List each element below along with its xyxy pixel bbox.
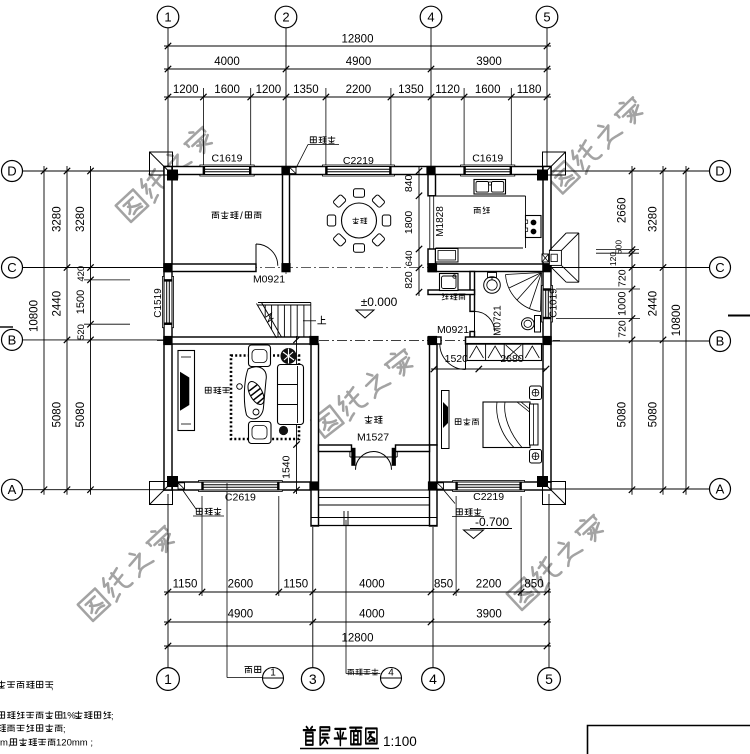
svg-text:10800: 10800	[671, 304, 683, 336]
svg-text:B: B	[8, 332, 17, 347]
svg-text:2600: 2600	[228, 579, 254, 591]
svg-text:3280: 3280	[75, 206, 87, 232]
svg-text:1200: 1200	[256, 84, 282, 96]
svg-text:1: 1	[164, 671, 172, 687]
svg-text:A: A	[8, 482, 17, 497]
svg-text:1350: 1350	[398, 84, 424, 96]
svg-text:420: 420	[76, 266, 87, 282]
svg-text:4000: 4000	[359, 579, 385, 591]
svg-text:850: 850	[524, 579, 543, 591]
svg-text:C: C	[7, 260, 16, 275]
svg-text:2200: 2200	[346, 84, 372, 96]
svg-text:M1828: M1828	[435, 206, 446, 237]
svg-text:C1019: C1019	[549, 288, 560, 318]
svg-text:1:100: 1:100	[383, 734, 417, 749]
svg-text:m,: m,	[0, 738, 11, 749]
svg-text:3280: 3280	[52, 206, 64, 232]
svg-text:C2219: C2219	[343, 155, 374, 167]
svg-text:C: C	[715, 260, 724, 275]
svg-text:820: 820	[403, 271, 415, 289]
svg-text:3900: 3900	[476, 56, 502, 68]
svg-text:D: D	[715, 164, 724, 179]
svg-text:M0721: M0721	[493, 305, 504, 336]
svg-text:1500: 1500	[75, 290, 87, 314]
svg-text:1: 1	[270, 668, 276, 679]
svg-text:5: 5	[543, 10, 550, 25]
svg-text:;: ;	[111, 711, 114, 721]
svg-text:C1619: C1619	[472, 153, 503, 165]
svg-text:M0921: M0921	[437, 324, 469, 336]
svg-text:2440: 2440	[648, 291, 660, 317]
svg-text:1: 1	[164, 10, 171, 25]
svg-text:4000: 4000	[359, 609, 385, 621]
svg-text:2200: 2200	[476, 579, 502, 591]
svg-text:;: ;	[63, 724, 66, 734]
svg-text:C1619: C1619	[212, 153, 243, 165]
svg-text:1150: 1150	[283, 579, 308, 591]
svg-text:1600: 1600	[475, 84, 501, 96]
svg-text:4900: 4900	[346, 56, 372, 68]
svg-text:C2219: C2219	[473, 491, 504, 503]
svg-text:1%: 1%	[62, 711, 76, 722]
svg-text:C1519: C1519	[153, 288, 164, 318]
svg-text:720: 720	[617, 269, 629, 287]
svg-text:B: B	[716, 334, 725, 349]
svg-text:5080: 5080	[52, 402, 64, 428]
svg-text:520: 520	[76, 324, 87, 340]
svg-text:/: /	[240, 211, 243, 222]
svg-text:2440: 2440	[52, 291, 64, 317]
svg-text:120mm ;: 120mm ;	[56, 738, 93, 749]
svg-text:D: D	[7, 164, 16, 179]
svg-text:5: 5	[545, 671, 553, 687]
svg-text:640: 640	[404, 250, 415, 266]
svg-text:720: 720	[617, 320, 629, 338]
svg-text:C2619: C2619	[225, 492, 256, 504]
svg-text:12800: 12800	[342, 633, 374, 645]
svg-text:5080: 5080	[617, 402, 629, 428]
svg-text:1180: 1180	[517, 84, 542, 96]
svg-text:4000: 4000	[214, 56, 240, 68]
svg-text:5080: 5080	[75, 402, 87, 428]
svg-text:840: 840	[403, 174, 415, 192]
svg-text:4: 4	[388, 668, 394, 679]
svg-text:4: 4	[429, 671, 437, 687]
svg-text:1120: 1120	[435, 84, 460, 96]
svg-text:4: 4	[427, 10, 434, 25]
svg-text:M1527: M1527	[357, 432, 389, 444]
svg-text:3900: 3900	[476, 609, 502, 621]
svg-text:A: A	[716, 482, 725, 497]
svg-text:2660: 2660	[617, 198, 629, 224]
svg-text:1800: 1800	[403, 211, 415, 235]
svg-text:±0.000: ±0.000	[361, 295, 398, 309]
svg-text:3: 3	[309, 671, 317, 687]
svg-text:1350: 1350	[293, 84, 319, 96]
svg-text:1000: 1000	[617, 291, 629, 315]
svg-text:850: 850	[434, 579, 453, 591]
svg-text:4900: 4900	[228, 609, 254, 621]
svg-text:5080: 5080	[648, 402, 660, 428]
svg-text:12800: 12800	[342, 34, 374, 46]
svg-text:1600: 1600	[214, 84, 240, 96]
svg-text:M0921: M0921	[253, 274, 285, 286]
svg-text:10800: 10800	[29, 300, 41, 332]
svg-text:500: 500	[614, 240, 624, 254]
svg-text:3280: 3280	[648, 206, 660, 232]
svg-text:2: 2	[282, 10, 289, 25]
svg-text:1540: 1540	[281, 455, 293, 479]
svg-text:1150: 1150	[173, 579, 198, 591]
svg-text:120: 120	[608, 252, 618, 266]
svg-text:1200: 1200	[173, 84, 199, 96]
svg-text:;: ;	[51, 681, 54, 691]
svg-text:-0.700: -0.700	[475, 515, 509, 529]
svg-text:1520: 1520	[445, 353, 469, 365]
